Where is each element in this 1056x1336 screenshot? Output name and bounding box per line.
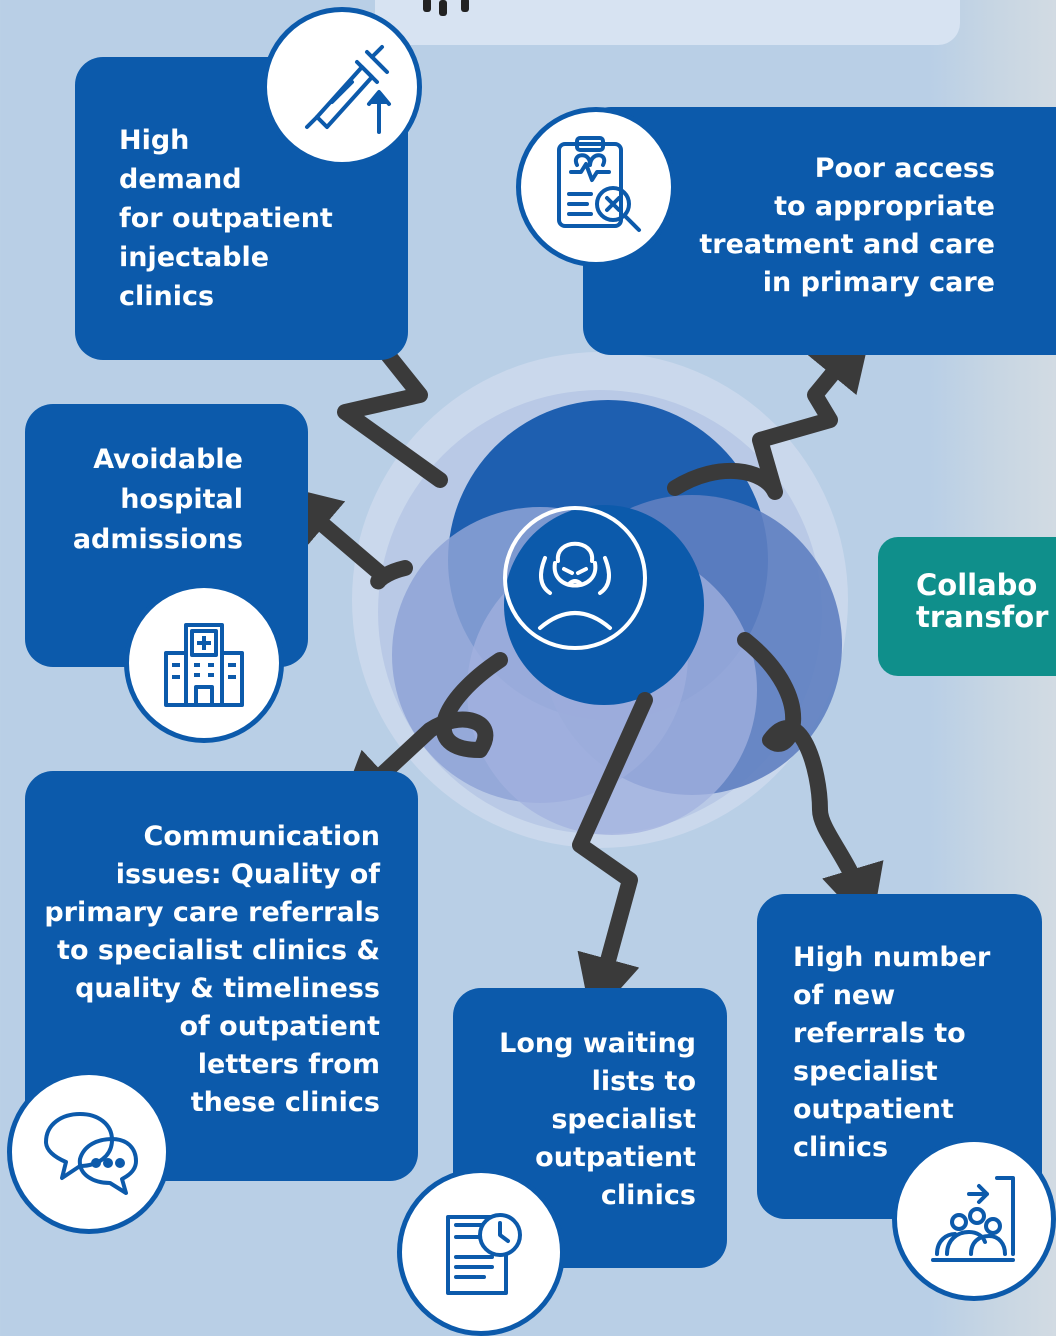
box-line: clinics — [793, 1132, 889, 1163]
people-entering-door-icon — [892, 1137, 1056, 1301]
box-line: issues: Quality of — [115, 859, 380, 890]
box-line: Avoidable — [93, 444, 243, 475]
header-panel — [375, 0, 960, 45]
box-line: High — [119, 125, 190, 156]
problem-arrows — [275, 285, 884, 1021]
box-line: referrals to — [793, 1018, 966, 1049]
side-panel-line: Collabo — [916, 568, 1038, 602]
box-line: for outpatient — [119, 203, 333, 234]
box-line: letters from — [197, 1049, 380, 1080]
box-line: treatment and care — [699, 229, 995, 260]
box-line: primary care referrals — [44, 897, 380, 928]
side-panel-line: transfor — [916, 600, 1049, 634]
box-line: outpatient — [535, 1142, 696, 1173]
side-panel-text: Collabo transfor — [916, 569, 1048, 633]
box-line: Long waiting — [499, 1028, 696, 1059]
box-line: quality & timeliness — [75, 973, 380, 1004]
problem-box-demand: High demand for outpatient injectable cl… — [75, 57, 408, 360]
box-line: clinics — [119, 281, 215, 312]
chat-bubbles-icon — [7, 1070, 171, 1234]
box-line: to specialist clinics & — [57, 935, 380, 966]
box-line: specialist — [793, 1056, 938, 1087]
document-clock-icon — [397, 1168, 565, 1336]
box-line: to appropriate — [774, 191, 995, 222]
box-line: clinics — [600, 1180, 696, 1211]
box-line: in primary care — [762, 267, 995, 298]
syringe-up-arrow-icon — [262, 7, 422, 167]
box-line: Communication — [143, 821, 381, 852]
box-line: demand — [119, 164, 242, 195]
central-orb — [352, 352, 848, 848]
box-line: High number — [793, 942, 991, 973]
box-line: injectable — [119, 242, 270, 273]
box-line: Poor access — [814, 153, 995, 184]
clipboard-heart-magnifier-icon — [516, 107, 676, 267]
cropped-title-glyphs — [423, 0, 469, 16]
box-line: outpatient — [793, 1094, 954, 1125]
box-line: admissions — [72, 524, 243, 555]
problem-box-waiting: Long waiting lists to specialist outpati… — [453, 988, 727, 1268]
problem-box-referrals: High number of new referrals to speciali… — [757, 894, 1042, 1219]
box-line: hospital — [120, 484, 243, 515]
box-line: these clinics — [190, 1087, 380, 1118]
box-line: lists to — [591, 1066, 696, 1097]
stressed-person-icon — [500, 503, 650, 653]
side-panel-collaborative: Collabo transfor — [878, 537, 1056, 676]
box-line: of new — [793, 980, 896, 1011]
box-line: specialist — [551, 1104, 696, 1135]
hospital-building-icon — [124, 583, 284, 743]
box-line: of outpatient — [179, 1011, 380, 1042]
